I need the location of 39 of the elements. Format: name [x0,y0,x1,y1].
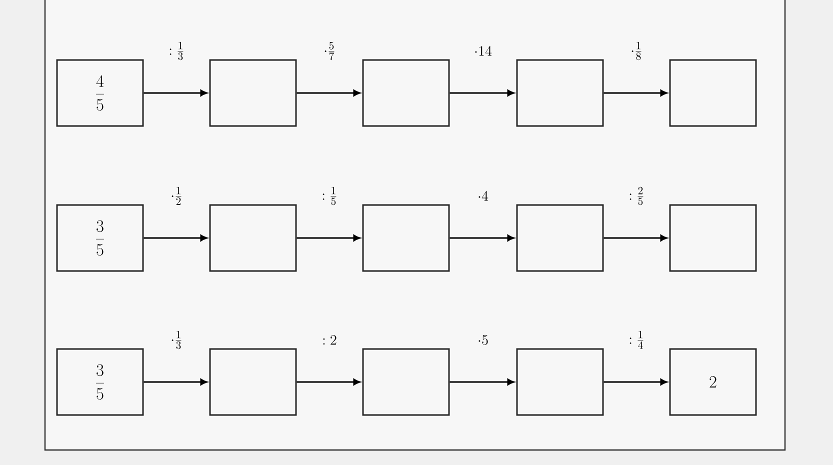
answer-box [209,348,297,416]
answer-box [362,348,450,416]
arrow [144,90,208,96]
operation-label: $\cdot\frac{1}{2}$ [172,186,182,205]
arrow [144,234,208,242]
answer-box [669,204,757,272]
answer-box [669,59,757,127]
operation-label: $:\frac{1}{4}$ [630,330,644,349]
arrow [450,378,514,386]
operation-label: $:\frac{2}{5}$ [630,186,644,206]
operation-label: $\cdot\frac{5}{7}$ [324,42,334,60]
arrow [450,90,514,96]
operation-label: $:\frac{1}{5}$ [322,186,336,206]
operation-label: $:\frac{1}{3}$ [170,42,184,60]
answer-box [209,59,297,127]
answer-box [362,59,450,127]
answer-box: $\frac{3}{5}$ [56,204,144,272]
answer-box: $\frac{3}{5}$ [56,348,144,416]
arrow [604,234,668,242]
answer-box [516,59,604,127]
arrow [296,90,360,96]
answer-box [516,348,604,416]
operation-label: $\cdot\frac{1}{8}$ [632,42,642,60]
arrow [604,378,668,386]
arrow [450,234,514,242]
answer-box [209,204,297,272]
answer-box: $2$ [669,348,757,416]
answer-box: $\frac{4}{5}$ [56,59,144,127]
operation-label: $:2$ [323,335,336,345]
answer-box [362,204,450,272]
operation-label: $\cdot\frac{1}{3}$ [172,330,182,350]
answer-box [516,204,604,272]
arrow [296,234,360,242]
arrow [604,90,668,96]
operation-label: $\cdot 5$ [478,335,488,345]
arrow [296,378,360,386]
operation-label: $\cdot 14$ [475,46,492,56]
arrow [144,378,208,386]
operation-label: $\cdot 4$ [478,190,488,201]
